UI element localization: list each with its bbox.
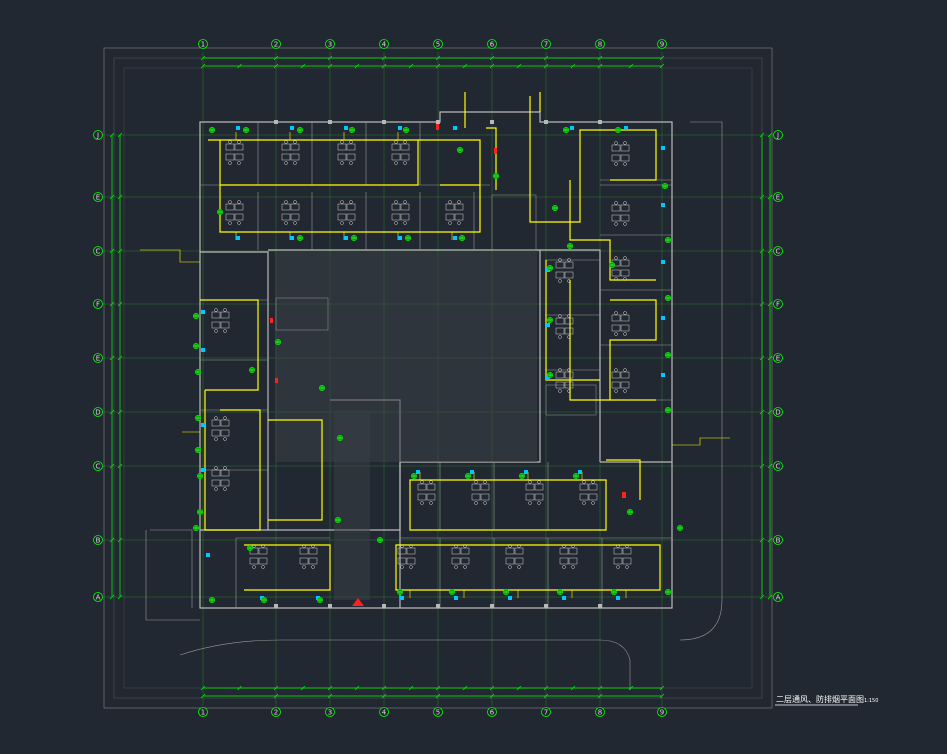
svg-text:6: 6 (490, 708, 495, 716)
furniture-layout (211, 140, 632, 569)
row-axis-bubble-D: D (93, 407, 103, 417)
svg-text:C: C (96, 462, 101, 470)
svg-text:D: D (775, 408, 780, 416)
svg-text:C: C (776, 247, 781, 255)
fire-damper-markers (270, 124, 626, 606)
column-axis-bubble-7: 7 (541, 707, 551, 717)
svg-text:1: 1 (201, 40, 205, 48)
svg-text:1: 1 (201, 708, 205, 716)
column-axis-bubble-3: 3 (325, 39, 335, 49)
column-axis-bubble-9: 9 (657, 707, 667, 717)
svg-text:4: 4 (382, 40, 387, 48)
column-axis-bubble-9: 9 (657, 39, 667, 49)
row-axis-bubble-F: F (93, 299, 103, 309)
svg-text:5: 5 (436, 40, 440, 48)
svg-text:7: 7 (544, 40, 548, 48)
courtyard-hatch (275, 252, 537, 462)
column-axis-bubble-2: 2 (271, 707, 281, 717)
row-axis-bubble-C: C (773, 461, 783, 471)
column-axis-bubble-4: 4 (379, 39, 389, 49)
svg-text:9: 9 (660, 40, 664, 48)
svg-text:B: B (96, 536, 101, 544)
row-axis-bubble-B: B (93, 535, 103, 545)
column-axis-bubble-3: 3 (325, 707, 335, 717)
svg-text:F: F (776, 300, 780, 308)
svg-text:7: 7 (544, 708, 548, 716)
svg-text:3: 3 (328, 40, 332, 48)
svg-text:E: E (776, 193, 780, 201)
svg-text:C: C (776, 462, 781, 470)
row-axis-right: J E C F E D C B A (773, 130, 783, 602)
svg-text:8: 8 (598, 708, 602, 716)
column-axis-bubble-1: 1 (198, 39, 208, 49)
svg-text:5: 5 (436, 708, 440, 716)
column-axis-bubble-4: 4 (379, 707, 389, 717)
column-axis-bubble-6: 6 (487, 39, 497, 49)
svg-text:E: E (96, 354, 100, 362)
row-axis-bubble-A: A (93, 592, 103, 602)
drawing-title: 二层通风、防排烟平面图 (776, 694, 864, 704)
column-axis-bubble-8: 8 (595, 707, 605, 717)
svg-text:3: 3 (328, 708, 332, 716)
svg-text:4: 4 (382, 708, 387, 716)
row-axis-bubble-E: E (93, 192, 103, 202)
row-axis-bubble-J: J (93, 130, 103, 140)
row-axis-bubble-C: C (773, 246, 783, 256)
svg-text:J: J (96, 131, 99, 139)
column-axis-top: 1 2 3 4 5 6 7 8 9 (198, 39, 667, 49)
stair-west (275, 297, 329, 331)
row-axis-bubble-E: E (773, 192, 783, 202)
row-axis-bubble-F: F (773, 299, 783, 309)
column-axis-bubble-2: 2 (271, 39, 281, 49)
row-axis-bubble-B: B (773, 535, 783, 545)
svg-text:6: 6 (490, 40, 495, 48)
svg-text:2: 2 (274, 708, 278, 716)
column-axis-bubble-8: 8 (595, 39, 605, 49)
svg-text:2: 2 (274, 40, 278, 48)
svg-text:F: F (96, 300, 100, 308)
column-axis-bubble-5: 5 (433, 39, 443, 49)
column-axis-bubble-7: 7 (541, 39, 551, 49)
column-axis-bubble-1: 1 (198, 707, 208, 717)
row-axis-bubble-D: D (773, 407, 783, 417)
site-boundary (145, 121, 723, 690)
row-axis-bubble-C: C (93, 246, 103, 256)
column-axis-bubble-5: 5 (433, 707, 443, 717)
svg-text:D: D (95, 408, 100, 416)
column-axis-bubble-6: 6 (487, 707, 497, 717)
row-axis-bubble-J: J (773, 130, 783, 140)
svg-text:E: E (776, 354, 780, 362)
row-axis-left: J E C F E D C B A (93, 130, 103, 602)
svg-text:J: J (776, 131, 779, 139)
row-axis-bubble-C: C (93, 461, 103, 471)
row-axis-bubble-E: E (773, 353, 783, 363)
svg-text:B: B (776, 536, 781, 544)
corridor-south (334, 410, 370, 600)
dimension-lines (111, 57, 771, 697)
row-axis-bubble-A: A (773, 592, 783, 602)
exhaust-fan-symbols (192, 126, 684, 604)
svg-text:A: A (96, 593, 101, 601)
row-axis-bubble-E: E (93, 353, 103, 363)
column-axis-bottom: 1 2 3 4 5 6 7 8 9 (198, 707, 667, 717)
svg-text:E: E (96, 193, 100, 201)
svg-text:C: C (96, 247, 101, 255)
svg-text:A: A (776, 593, 781, 601)
svg-text:8: 8 (598, 40, 602, 48)
svg-text:9: 9 (660, 708, 664, 716)
drawing-scale: 1:150 (864, 698, 878, 704)
